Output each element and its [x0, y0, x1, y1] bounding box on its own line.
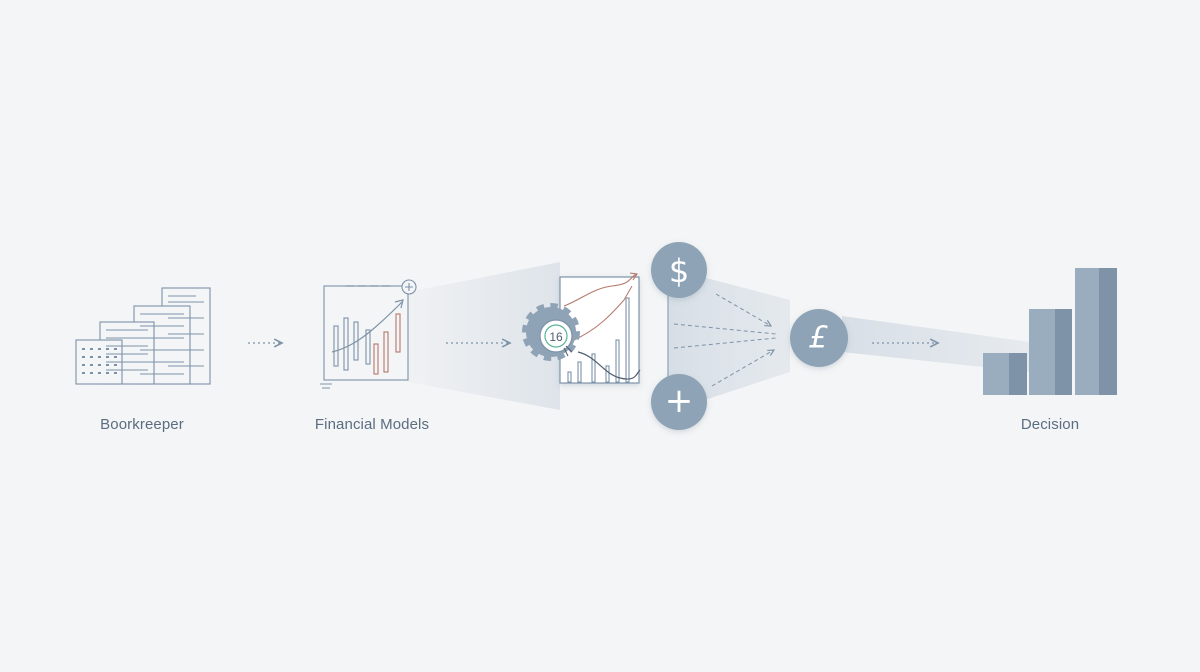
light-beam-analysis — [668, 268, 790, 412]
pound-node: £ — [790, 309, 848, 367]
pound-icon: £ — [808, 321, 828, 356]
analysis-document-icon — [559, 272, 669, 390]
stage-label-decision: Decision — [1020, 416, 1080, 433]
bookkeeper-ledger-icon — [75, 287, 211, 385]
stage-label-financial-models: Financial Models — [314, 416, 430, 433]
connector-lines — [673, 293, 777, 387]
plus-node: + — [651, 374, 707, 430]
stage-label-bookkeeper: Boorkreeper — [100, 416, 184, 433]
dollar-icon: $ — [669, 252, 689, 290]
light-beam-models — [408, 262, 560, 410]
gear-icon: 16 — [522, 303, 580, 361]
financial-models-chart-icon — [320, 279, 417, 389]
dollar-node: $ — [651, 242, 707, 298]
analysis-badge-number: 16 — [549, 330, 563, 344]
decision-bar-chart-icon — [983, 268, 1117, 395]
plus-icon: + — [665, 381, 694, 421]
